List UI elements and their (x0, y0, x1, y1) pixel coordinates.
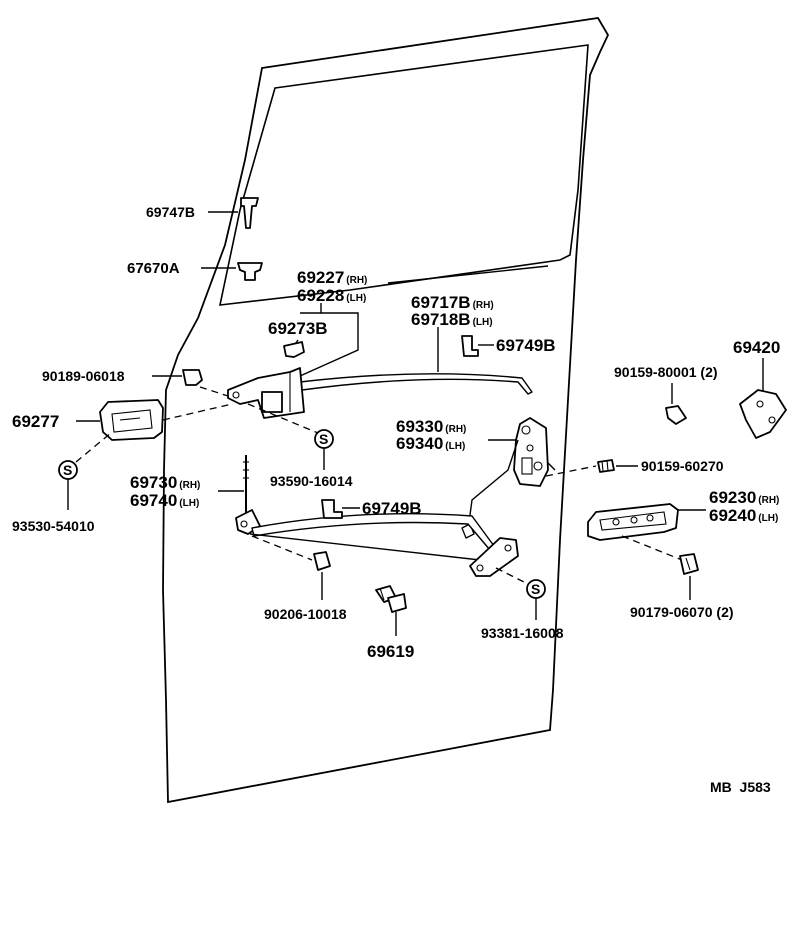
diagram-code: MB J583 (710, 779, 771, 795)
label-69227: 69227(RH) (297, 268, 367, 287)
door-panel-outline (162, 17, 610, 804)
label-93590-16014: 93590-16014 (270, 473, 353, 489)
label-90159-60270: 90159-60270 (641, 458, 724, 474)
label-69740: 69740(LH) (130, 491, 199, 510)
screw-s-symbol: S (319, 431, 328, 447)
clip-67670a: 67670A (127, 260, 263, 281)
striker-69420: 69420 (733, 338, 787, 439)
label-90179-06070: 90179-06070 (2) (630, 604, 734, 620)
remote-control-bracket (469, 537, 519, 577)
label-93381-16008: 93381-16008 (481, 625, 564, 641)
rod-69730: 69730(RH) 69740(LH) (130, 455, 495, 561)
label-69240: 69240(LH) (709, 506, 778, 525)
screw-90159-60270: 90159-60270 (545, 458, 724, 477)
label-69330: 69330(RH) (396, 417, 466, 436)
clip-69749b-top: 69749B (461, 335, 556, 357)
screw-93530-54010: S 93530-54010 (12, 431, 113, 534)
clip-69747b: 69747B (146, 197, 259, 229)
clip-69273b: 69273B (268, 319, 328, 358)
label-93530-54010: 93530-54010 (12, 518, 95, 534)
label-69619: 69619 (367, 642, 414, 661)
screw-93381-16008: S 93381-16008 (481, 567, 564, 641)
label-69420: 69420 (733, 338, 780, 357)
inside-handle-69277: 69277 (12, 399, 233, 441)
label-90206-10018: 90206-10018 (264, 606, 347, 622)
inside-lock-control (227, 367, 305, 419)
clip-90189-06018: 90189-06018 (42, 368, 229, 397)
screw-s-symbol-3: S (531, 581, 540, 597)
nut-90206-10018: 90206-10018 (251, 535, 347, 622)
screw-93590-16014: S 93590-16014 (247, 403, 353, 489)
label-69747b: 69747B (146, 204, 195, 220)
label-69718b: 69718B(LH) (411, 310, 493, 329)
clip-69749b-mid: 69749B (321, 499, 422, 519)
label-90159-80001: 90159-80001 (2) (614, 364, 718, 380)
screw-90159-80001: 90159-80001 (2) (614, 364, 718, 425)
label-69228: 69228(LH) (297, 286, 366, 305)
label-69749b-top: 69749B (496, 336, 556, 355)
door-lock-69330: 69330(RH) 69340(LH) (396, 417, 549, 539)
label-67670a: 67670A (127, 260, 180, 277)
bolt-69619: 69619 (367, 585, 414, 661)
label-69273b: 69273B (268, 319, 328, 338)
label-group-69227-69228: 69227(RH) 69228(LH) (297, 265, 549, 377)
label-69277: 69277 (12, 412, 59, 431)
label-69230: 69230(RH) (709, 488, 779, 507)
label-69749b-mid: 69749B (362, 499, 422, 518)
outside-handle-69230: 69230(RH) 69240(LH) (587, 488, 779, 561)
label-90189-06018: 90189-06018 (42, 368, 125, 384)
label-69340: 69340(LH) (396, 434, 465, 453)
nut-90179-06070: 90179-06070 (2) (630, 553, 734, 620)
label-69730: 69730(RH) (130, 473, 200, 492)
rod-69717b: 69717B(RH) 69718B(LH) (299, 293, 533, 395)
label-69717b: 69717B(RH) (411, 293, 494, 312)
screw-s-symbol-2: S (63, 462, 72, 478)
